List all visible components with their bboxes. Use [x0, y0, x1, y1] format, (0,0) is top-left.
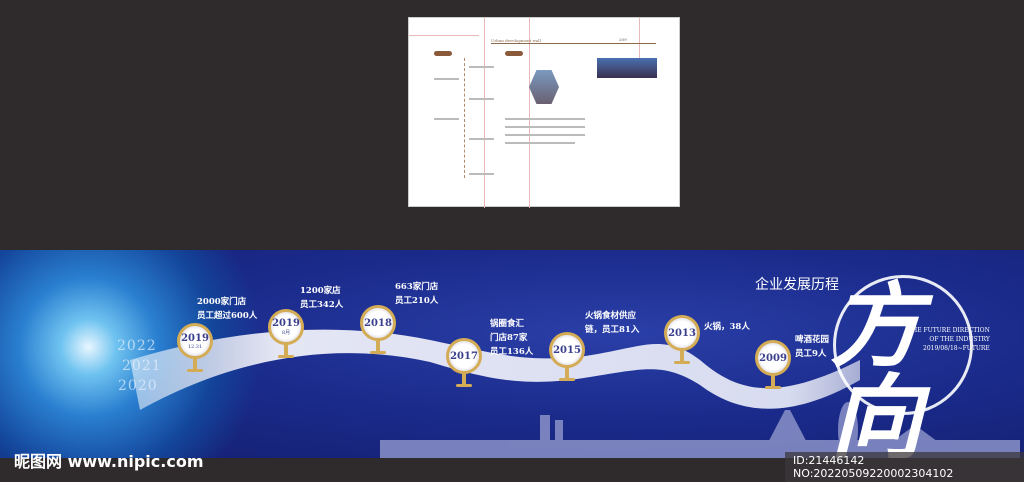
english-subtitle: THE FUTURE DIRECTION OF THE INDUSTRY 201… — [908, 327, 990, 352]
future-year: 2022 — [117, 338, 157, 354]
calligraphy-title: 方向 — [830, 272, 922, 458]
brochure-page: 209 — [619, 37, 627, 42]
milestone-note: 锅圈食汇 门店87家 员工136人 — [490, 319, 534, 357]
milestone-note: 火锅，38人 — [704, 322, 750, 332]
brochure-preview: Urban development wall 209 — [408, 17, 680, 208]
decorative-ring — [833, 275, 973, 415]
milestone-note: 1200家店 员工342人 — [300, 286, 344, 310]
milestone-pin[interactable]: 2009 — [755, 340, 791, 390]
milestone-pin[interactable]: 2017 — [446, 338, 482, 388]
watermark-site: 昵图网 www.nipic.com — [14, 452, 204, 471]
brochure-header: Urban development wall — [491, 38, 656, 44]
milestone-note: 663家门店 员工210人 — [395, 282, 439, 306]
milestone-pin[interactable]: 2013 — [664, 315, 700, 365]
footer-strip — [0, 458, 1024, 480]
milestone-pin[interactable]: 2018 — [360, 305, 396, 355]
milestone-pin[interactable]: 2015 — [549, 332, 585, 382]
future-year: 2020 — [118, 378, 158, 394]
milestone-note: 2000家门店 员工超过600人 — [197, 297, 258, 321]
milestone-note: 啤酒花园 员工9人 — [795, 335, 830, 359]
future-year: 2021 — [122, 358, 162, 374]
watermark-id: ID:21446142 NO:20220509220002304102 — [785, 452, 1024, 482]
milestone-note: 火锅食材供应 链，员工81入 — [585, 311, 640, 335]
banner-title: 企业发展历程 — [755, 277, 839, 293]
